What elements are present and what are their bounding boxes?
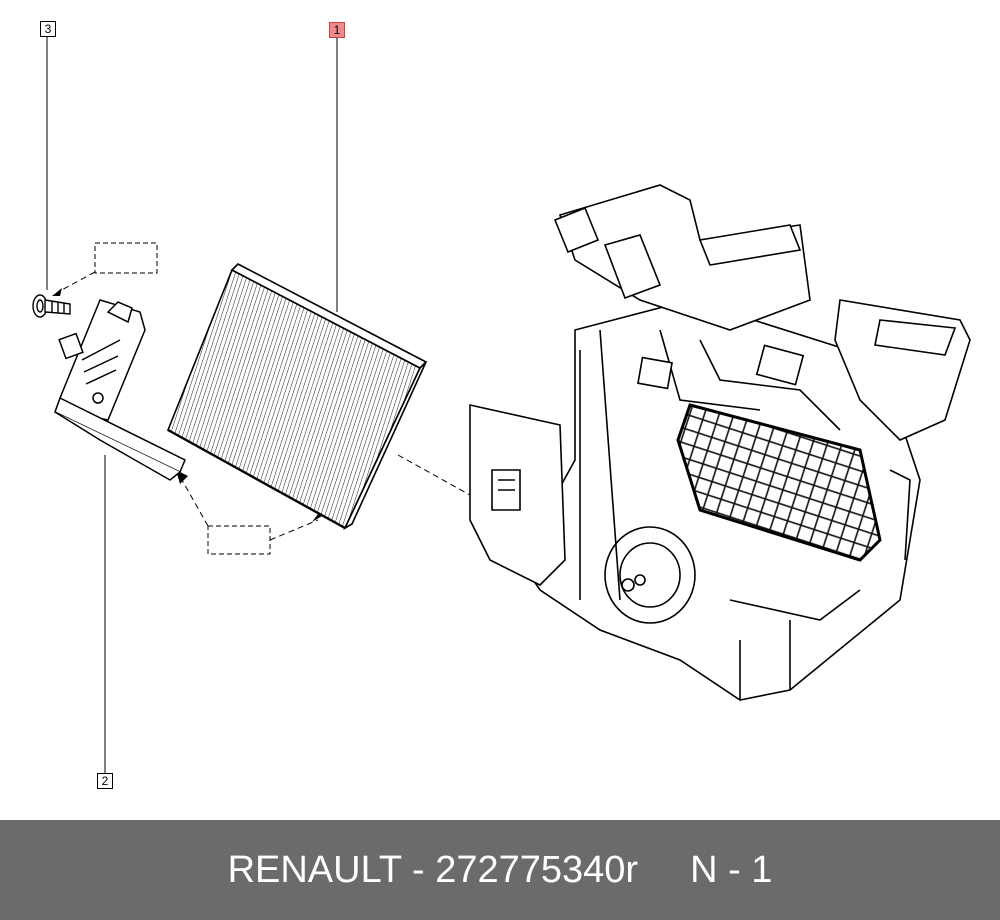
exploded-parts-diagram	[32, 37, 971, 773]
screw-part	[32, 294, 71, 318]
reference-box-bottom	[207, 525, 271, 555]
callout-1: 1	[329, 22, 345, 38]
quantity-text: N - 1	[690, 848, 773, 891]
callout-3: 3	[40, 21, 56, 37]
cabin-filter-part	[166, 263, 428, 530]
part-number-text: RENAULT - 272775340r	[227, 848, 639, 891]
hvac-unit-assembly	[469, 184, 971, 701]
part-number-footer: RENAULT - 272775340r N - 1	[0, 820, 1000, 920]
cover-part	[54, 299, 186, 481]
reference-box-top	[94, 242, 158, 274]
callout-2: 2	[97, 773, 113, 789]
